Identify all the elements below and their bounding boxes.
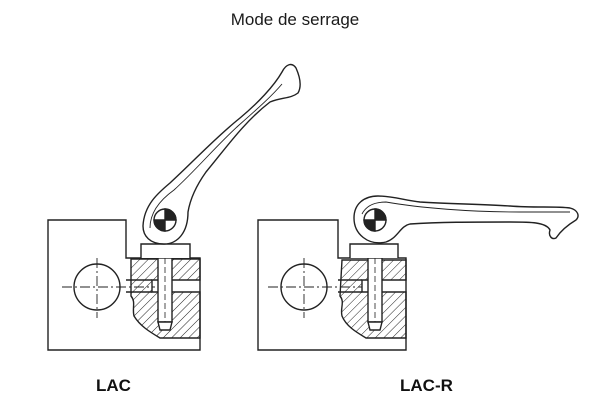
lac-r-assembly xyxy=(257,195,579,351)
caption-lac: LAC xyxy=(96,376,131,395)
lac-r-base-hub xyxy=(349,243,399,258)
diagram-title: Mode de serrage xyxy=(230,10,360,29)
caption-lac-r: LAC-R xyxy=(400,376,453,395)
lac-r-lever-handle xyxy=(353,195,579,244)
lac-base-hub xyxy=(140,243,191,258)
lac-assembly xyxy=(47,63,301,351)
lac-lever-handle xyxy=(142,63,301,245)
